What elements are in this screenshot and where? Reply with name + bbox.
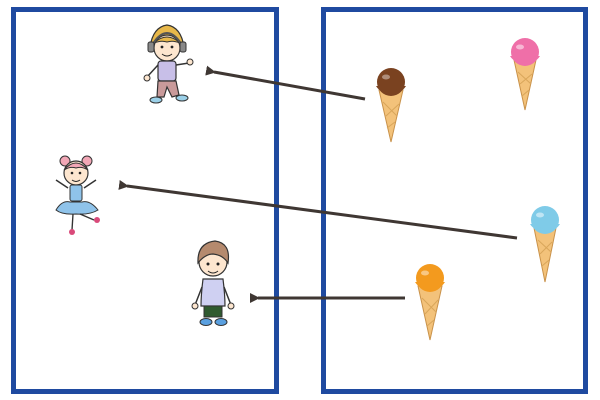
chocolate-ice-cream[interactable]: [376, 68, 406, 143]
arrow-blue-to-tutu-girl: [118, 179, 518, 240]
girl-in-tutu[interactable]: [55, 155, 100, 235]
boy-brown-hair[interactable]: [191, 240, 235, 326]
blue-ice-cream[interactable]: [530, 206, 560, 283]
ice-cream-panel: [321, 7, 588, 394]
orange-ice-cream[interactable]: [415, 264, 445, 341]
boy-with-headphones[interactable]: [143, 24, 194, 104]
pink-ice-cream[interactable]: [510, 38, 540, 111]
children-panel: [11, 7, 279, 394]
arrow-chocolate-to-headphones-boy: [205, 65, 366, 101]
